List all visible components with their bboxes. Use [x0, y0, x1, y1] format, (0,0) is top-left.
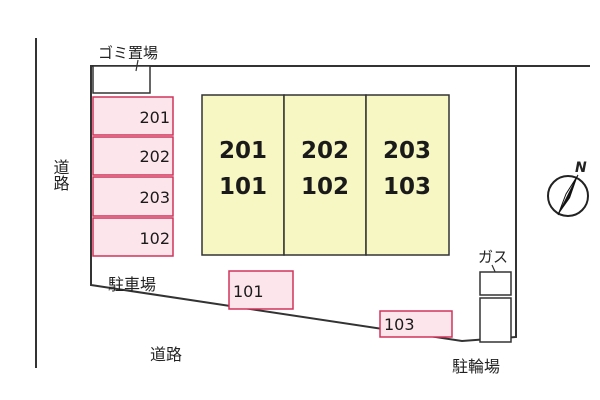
building: 201 101 202 102 203 103 — [201, 94, 450, 256]
parking-slot — [228, 270, 294, 310]
bicycle-parking-area — [479, 297, 512, 343]
bicycle-parking-label: 駐輪場 — [452, 357, 500, 376]
garbage-label: ゴミ置場 — [98, 44, 158, 62]
north-compass: N — [547, 160, 589, 217]
building-unit-block — [201, 94, 285, 256]
gas-label: ガス — [478, 248, 508, 266]
road-label-left: 道路 — [51, 159, 70, 191]
parking-slots-left: 201 202 203 102 — [92, 96, 174, 257]
unit-number-upper: 202 — [301, 138, 349, 164]
garbage-area — [92, 65, 151, 94]
unit-number-upper: 203 — [383, 138, 431, 164]
parking-slot-number: 202 — [139, 147, 170, 166]
parking-slot — [92, 136, 174, 176]
building-unit-block — [283, 94, 367, 256]
compass-needle-light — [557, 174, 579, 216]
parking-slot — [92, 96, 174, 136]
parking-slot — [379, 310, 453, 338]
parking-slot-number: 103 — [384, 315, 415, 334]
road-label-bottom: 道路 — [150, 345, 182, 364]
parking-slot-number: 102 — [139, 229, 170, 248]
parking-slot-number: 101 — [233, 282, 264, 301]
unit-number-lower: 101 — [219, 174, 267, 200]
gas-meter-box — [479, 271, 512, 296]
unit-number-lower: 102 — [301, 174, 349, 200]
parking-label: 駐車場 — [108, 275, 156, 294]
parking-slot — [92, 217, 174, 257]
unit-number-upper: 201 — [219, 138, 267, 164]
parking-slot — [92, 176, 174, 217]
unit-number-lower: 103 — [383, 174, 431, 200]
garbage-leader — [135, 59, 139, 72]
building-unit-block — [365, 94, 450, 256]
compass-north-label: N — [575, 160, 587, 176]
parking-slot-number: 201 — [139, 108, 170, 127]
parking-slot-number: 203 — [139, 188, 170, 207]
